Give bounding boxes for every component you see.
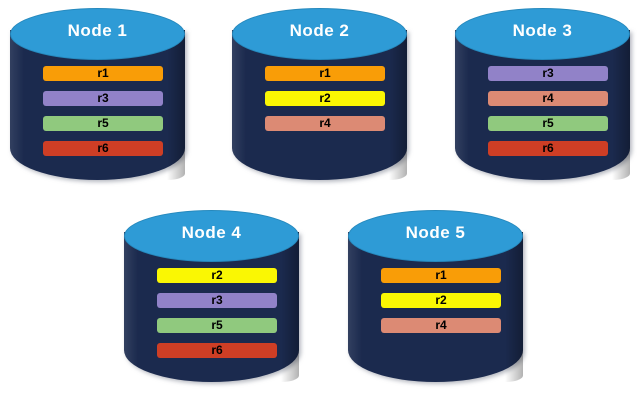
record-bar-r5[interactable]: r5 (43, 116, 163, 131)
record-bar-r3[interactable]: r3 (488, 66, 608, 81)
record-bar-r6[interactable]: r6 (43, 141, 163, 156)
node-label: Node 1 (67, 21, 128, 40)
record-bar-r5[interactable]: r5 (157, 318, 277, 333)
record-list: r2 r3 r5 r6 (157, 268, 277, 368)
record-bar-r1[interactable]: r1 (43, 66, 163, 81)
record-bar-r1[interactable]: r1 (265, 66, 385, 81)
database-node-2[interactable]: Node 2 r1 r2 r4 (232, 8, 407, 188)
record-bar-r1[interactable]: r1 (381, 268, 501, 283)
record-bar-r6[interactable]: r6 (488, 141, 608, 156)
record-bar-r3[interactable]: r3 (157, 293, 277, 308)
database-node-3[interactable]: Node 3 r3 r4 r5 r6 (455, 8, 630, 188)
record-list: r3 r4 r5 r6 (488, 66, 608, 166)
record-bar-r2[interactable]: r2 (265, 91, 385, 106)
record-bar-r3[interactable]: r3 (43, 91, 163, 106)
node-label: Node 4 (181, 223, 242, 242)
cylinder-top-ellipse (10, 8, 185, 60)
node-label: Node 3 (512, 21, 573, 40)
record-bar-r4[interactable]: r4 (381, 318, 501, 333)
database-node-1[interactable]: Node 1 r1 r3 r5 r6 (10, 8, 185, 188)
record-bar-r5[interactable]: r5 (488, 116, 608, 131)
record-bar-r2[interactable]: r2 (381, 293, 501, 308)
database-node-4[interactable]: Node 4 r2 r3 r5 r6 (124, 210, 299, 390)
node-label: Node 2 (289, 21, 350, 40)
record-list: r1 r3 r5 r6 (43, 66, 163, 166)
record-bar-r6[interactable]: r6 (157, 343, 277, 358)
cylinder-top-ellipse (124, 210, 299, 262)
record-list: r1 r2 r4 (265, 66, 385, 141)
record-bar-r2[interactable]: r2 (157, 268, 277, 283)
record-bar-r4[interactable]: r4 (265, 116, 385, 131)
cylinder-top-ellipse (455, 8, 630, 60)
node-label: Node 5 (405, 223, 466, 242)
cylinder-top-ellipse (232, 8, 407, 60)
record-list: r1 r2 r4 (381, 268, 501, 343)
record-bar-r4[interactable]: r4 (488, 91, 608, 106)
cylinder-top-ellipse (348, 210, 523, 262)
database-node-5[interactable]: Node 5 r1 r2 r4 (348, 210, 523, 390)
